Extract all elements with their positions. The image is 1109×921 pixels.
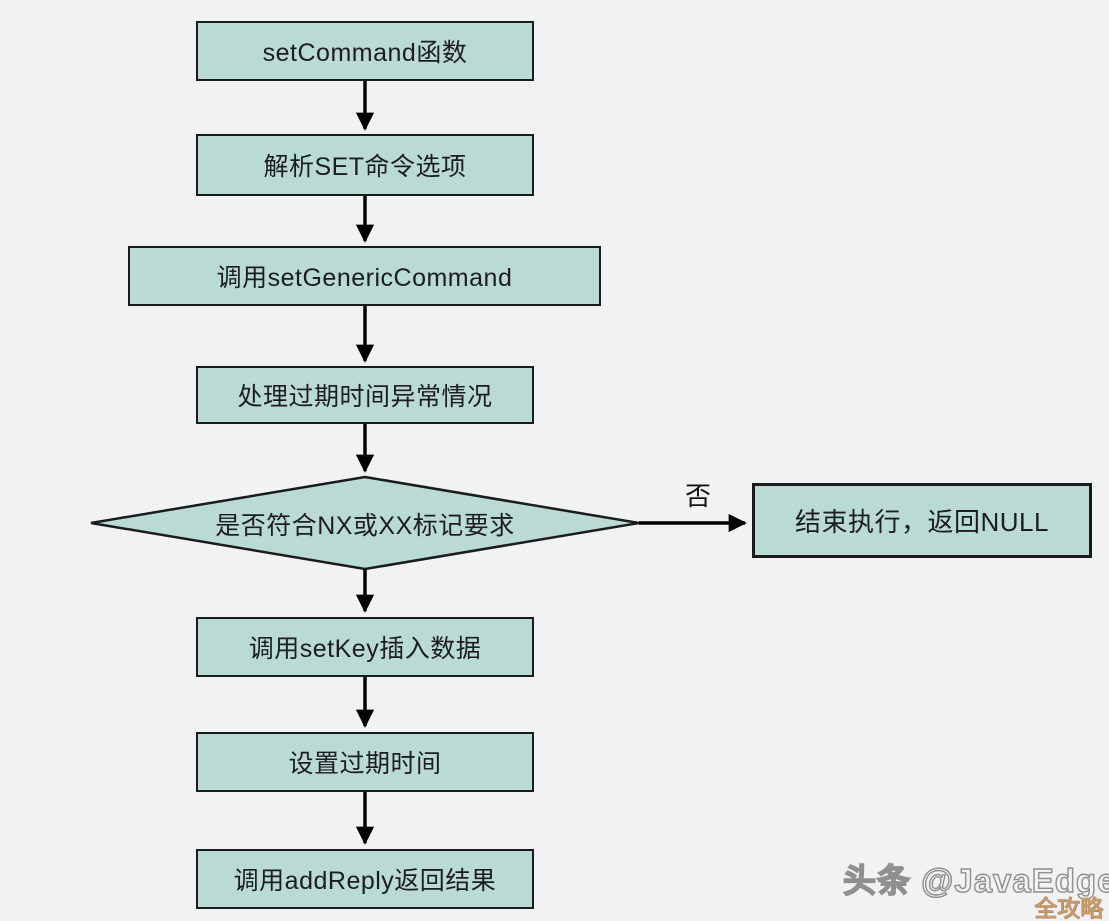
watermark-handle: 头条 @JavaEdge bbox=[842, 861, 1109, 899]
node-set-command-label: setCommand函数 bbox=[262, 39, 468, 67]
node-call-addreply-label: 调用addReply返回结果 bbox=[233, 867, 497, 895]
node-handle-expire-exception: 处理过期时间异常情况 bbox=[196, 366, 534, 424]
node-parse-set-options: 解析SET命令选项 bbox=[196, 134, 534, 196]
node-return-null: 结束执行，返回NULL bbox=[752, 483, 1092, 558]
node-handle-expire-exception-label: 处理过期时间异常情况 bbox=[237, 383, 493, 411]
node-parse-set-options-label: 解析SET命令选项 bbox=[263, 153, 467, 181]
edge-no-label: 否 bbox=[684, 481, 711, 511]
node-nx-xx-check-label: 是否符合NX或XX标记要求 bbox=[215, 512, 515, 540]
node-call-set-generic-command-label: 调用setGenericCommand bbox=[216, 264, 513, 292]
node-set-expire-time: 设置过期时间 bbox=[196, 732, 534, 792]
node-call-addreply: 调用addReply返回结果 bbox=[196, 849, 534, 909]
node-call-setkey: 调用setKey插入数据 bbox=[196, 617, 534, 677]
watermark-badge: 全攻略 bbox=[1034, 895, 1103, 921]
node-set-command: setCommand函数 bbox=[196, 21, 534, 81]
node-return-null-label: 结束执行，返回NULL bbox=[795, 507, 1049, 537]
node-call-setkey-label: 调用setKey插入数据 bbox=[248, 635, 482, 663]
node-call-set-generic-command: 调用setGenericCommand bbox=[128, 246, 601, 306]
node-set-expire-time-label: 设置过期时间 bbox=[288, 750, 442, 778]
